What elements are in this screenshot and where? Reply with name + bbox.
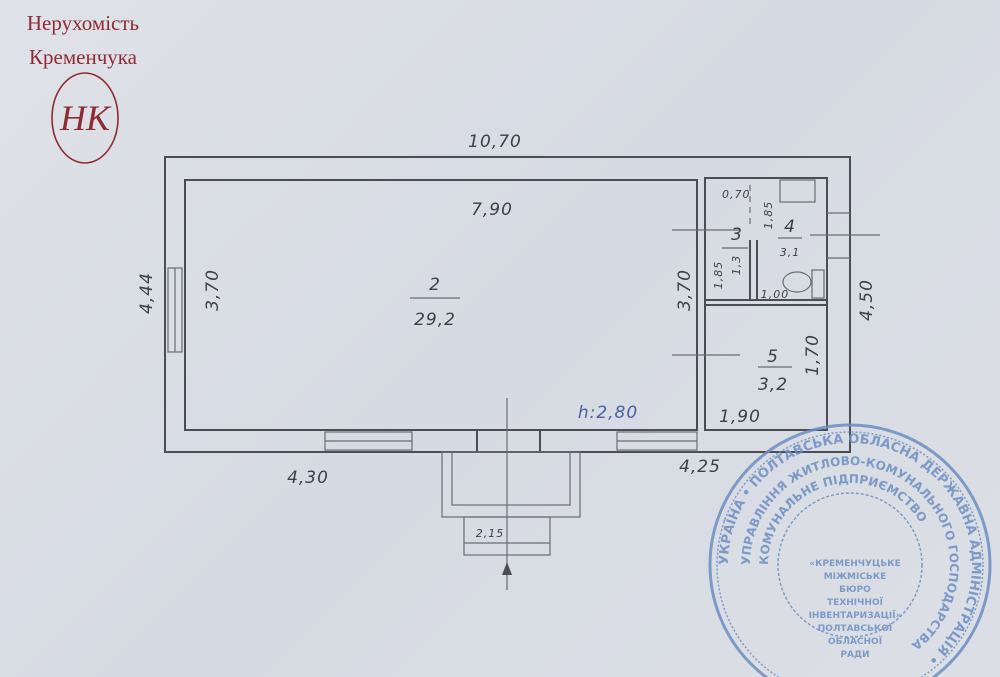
logo: Нерухомість Кременчука НК	[27, 11, 139, 164]
room-3: 0,70 3 1,3 1,85	[712, 188, 751, 290]
logo-line-2: Кременчука	[29, 45, 138, 69]
room-5: 5 3,2 1,70 1,90	[719, 334, 823, 427]
dim-main-room-length: 7,90	[471, 200, 513, 220]
room-2: 2 29,2	[410, 275, 460, 330]
svg-text:1,70: 1,70	[803, 334, 823, 376]
svg-text:4: 4	[784, 217, 796, 237]
dim-porch-width: 2,15	[476, 527, 505, 540]
svg-text:1,00: 1,00	[761, 288, 790, 301]
svg-text:ПОЛТАВСЬКОЇ: ПОЛТАВСЬКОЇ	[818, 623, 893, 634]
svg-text:ОБЛАСНОЇ: ОБЛАСНОЇ	[828, 636, 883, 647]
svg-text:ІНВЕНТАРИЗАЦІЇ»: ІНВЕНТАРИЗАЦІЇ»	[809, 610, 902, 621]
dim-total-length: 10,70	[468, 132, 522, 152]
svg-text:29,2: 29,2	[414, 310, 456, 330]
dim-right-outer: 4,50	[857, 279, 877, 321]
svg-text:1,90: 1,90	[719, 407, 761, 427]
room-4: 1,85 4 3,1 1,00	[761, 201, 802, 301]
svg-text:ТЕХНІЧНОЇ: ТЕХНІЧНОЇ	[827, 597, 884, 608]
svg-text:МІЖМІСЬКЕ: МІЖМІСЬКЕ	[824, 572, 887, 582]
walls	[164, 156, 880, 590]
svg-text:БЮРО: БЮРО	[839, 585, 871, 595]
logo-monogram: НК	[59, 98, 112, 138]
logo-line-1: Нерухомість	[27, 11, 139, 35]
ceiling-height: h:2,80	[578, 403, 638, 423]
svg-text:1,3: 1,3	[730, 255, 743, 276]
svg-text:3,2: 3,2	[758, 375, 788, 395]
svg-text:РАДИ: РАДИ	[840, 650, 869, 660]
svg-text:5: 5	[767, 347, 779, 367]
svg-text:1,85: 1,85	[712, 261, 725, 290]
svg-text:2: 2	[429, 275, 441, 295]
dim-right-inner: 3,70	[675, 269, 695, 311]
svg-text:3,1: 3,1	[780, 246, 801, 259]
svg-text:0,70: 0,70	[722, 188, 751, 201]
dim-left-outer: 4,44	[137, 272, 157, 314]
dimension-labels: 10,70 7,90 4,44 3,70 3,70 4,50 4,30 4,25…	[137, 132, 877, 540]
dim-bottom-left: 4,30	[287, 468, 329, 488]
logo-monogram-ellipse	[51, 72, 119, 164]
svg-text:3: 3	[731, 225, 743, 245]
svg-text:«КРЕМЕНЧУЦЬКЕ: «КРЕМЕНЧУЦЬКЕ	[809, 559, 900, 569]
svg-text:1,85: 1,85	[762, 201, 775, 230]
official-stamp: УКРАЇНА • ПОЛТАВСЬКА ОБЛАСНА ДЕРЖАВНА АД…	[708, 423, 992, 677]
dim-bottom-right: 4,25	[679, 457, 721, 477]
dim-left-inner: 3,70	[203, 269, 223, 311]
